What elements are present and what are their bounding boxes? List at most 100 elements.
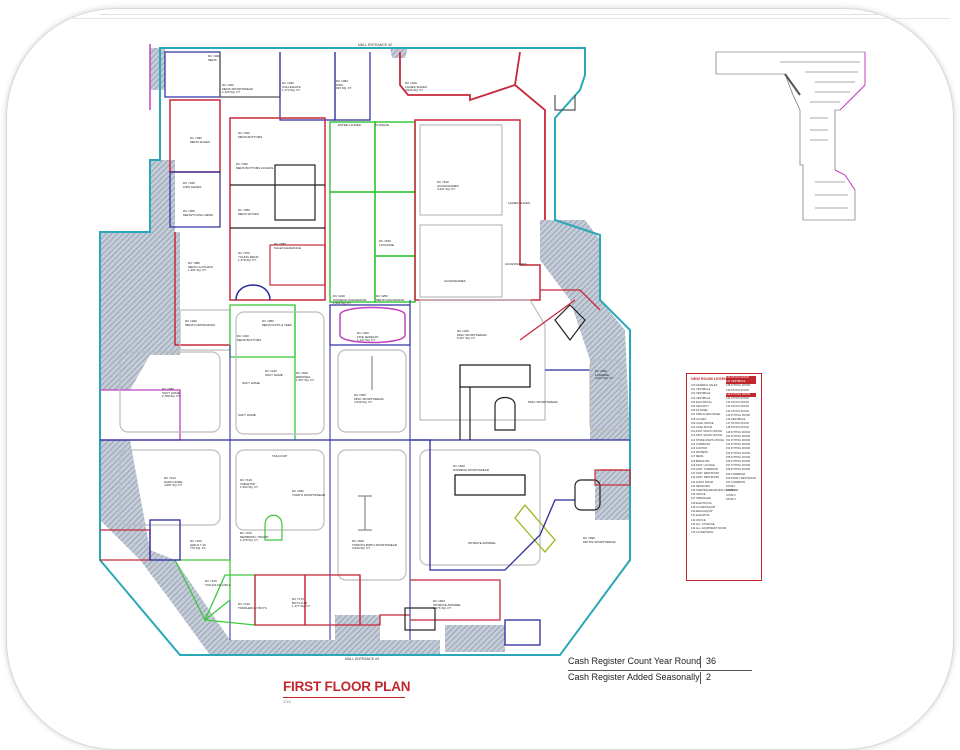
legend-item: 113 STORE MGR'S OFFICE: [691, 438, 724, 442]
legend-item: 135 CLOSET/MISC: [691, 531, 714, 535]
room-label: SOFT HOME: [242, 381, 260, 385]
legend-item: 108 CLOSET: [691, 417, 707, 421]
room-label: DC 7020 MENS BOTTOMS: [238, 131, 263, 139]
title-underline: [283, 697, 405, 698]
legend-item: 128 ELECTRICAL: [691, 501, 713, 505]
legend-item: 115 JANITOR: [691, 447, 707, 451]
legend-item: 104 ELECTRICAL: [691, 400, 713, 404]
legend-item: 150 FITTING ROOM: [726, 434, 750, 438]
room-label: DC 1550 MISC SPORTSWEAR 4,549 SQ. FT.: [354, 393, 384, 405]
cash-register-row-seasonal: Cash Register Added Seasonally 2: [568, 672, 752, 686]
legend-item: 151 FITTING ROOM: [726, 439, 750, 443]
legend-item: 148 STOCK ROOM: [726, 426, 749, 430]
room-label: DC 7130 TODDLER/4-7 BOYS: [238, 602, 267, 610]
legend-item: 103 VESTIBULE: [691, 396, 711, 400]
room-label: DC 1040 LADIES SHOES 3,026 SQ. FT.: [405, 81, 428, 93]
legend-item: 117 MENS: [691, 455, 704, 459]
wall-label-bottom: MALL ENTRANCE #3: [345, 657, 379, 661]
room-label: DC 1530 TODDS'S BIRTH SPORTSWEAR 3,649 S…: [352, 539, 397, 551]
legend-item: 119 ASST. LOUNGE: [691, 463, 715, 467]
room-label: LADIES SHOES: [508, 201, 531, 205]
legend-item: 140 FITTING ROOM: [726, 392, 756, 398]
cash-register-value: 36: [700, 656, 716, 668]
legend-item: 134 ALL. EQUIPMENT ROOM: [691, 526, 727, 530]
legend-item: STAIR 3: [726, 493, 736, 497]
room-label: DC 7050 MENS WOVEN: [238, 208, 259, 216]
room-label: DC 1530 TODD'S SPORTSWEAR: [292, 489, 326, 497]
legend-item: 139 STOCK ROOM: [726, 388, 749, 392]
room-label: INTIMATE APPAREL: [468, 541, 497, 545]
legend-item: STAIR 1: [726, 485, 736, 489]
table-divider: [568, 670, 752, 671]
legend-item: 109 CASH OFFICE: [691, 421, 714, 425]
cash-register-value: 2: [700, 672, 711, 684]
legend-item: 122 ASST. RESTROOM: [691, 476, 719, 480]
legend-item: 107 FIRE ALARM PANEL: [691, 413, 721, 417]
cash-register-label: Cash Register Added Seasonally: [568, 672, 700, 682]
room-label: DC 7510 ACCESSORIES 4,331 SQ. FT.: [437, 180, 459, 192]
legend-item: 158 FITTING ROOM: [726, 468, 750, 472]
legend-item: 141 STOCK ROOM: [726, 397, 749, 401]
legend-item: 136 STOCK ROOM: [726, 376, 756, 381]
room-label: DC 1050 MENS KNITS & TEES: [262, 319, 292, 327]
legend-item: 147 STOCK ROOM: [726, 422, 749, 426]
legend-item: 126 OFFICE: [691, 493, 706, 497]
legend-item: 146 VESTIBULE: [726, 418, 746, 422]
legend-item: 114 CORRIDOR: [691, 442, 710, 446]
frame-rule: [70, 18, 950, 19]
room-label: DC 1030 COLLEGIATE 1,172 SQ. FT.: [282, 81, 301, 93]
room-label: DC 7170 BOYS 8-20 1,177 SQ. FT.: [292, 597, 311, 609]
legend-item: 161 CORRIDOR: [726, 481, 746, 485]
department-walls: [100, 51, 631, 646]
frame-rule: [100, 14, 880, 15]
cash-register-row-year-round: Cash Register Count Year Round 36: [568, 656, 752, 670]
legend-item: 137 VESTIBULE: [726, 380, 756, 385]
legend-item: 118 BREAK RM: [691, 459, 710, 463]
legend-item: 142 STOCK ROOM: [726, 401, 749, 405]
legend-item: 149 FITTING ROOM: [726, 430, 750, 434]
room-label: DC 7040 KIDS SHOES: [183, 181, 202, 189]
room-label: TAILCOOP: [272, 454, 287, 458]
legend-item: 159 CORRIDOR: [726, 472, 746, 476]
room-label: DC 7150 NEWBORN / INFANT 1,278 SQ. FT.: [240, 531, 269, 543]
legend-item: 125 SHIPPING/RECEIVING CORRIDOR: [691, 489, 739, 493]
legend-item: 124 RECEIVING: [691, 484, 711, 488]
room-label: DC 7140 TABLETOP 1,250 SQ. FT.: [240, 478, 259, 490]
room-label: DC 1520 WOMENS SPORTSWEAR: [453, 464, 489, 472]
room-label: DC 1530 DRESSES 1,357 SQ. FT.: [296, 371, 315, 383]
room-label: CLINIQUE: [375, 123, 390, 127]
legend-item: 130 MECH EQUIP: [691, 510, 713, 514]
legend-item: 138 FITTING ROOM: [726, 384, 750, 388]
legend-item: 102 VESTIBULE: [691, 392, 711, 396]
room-label: ACCESSORIES: [505, 262, 527, 266]
legend-item: 111 ASST. MGR'S OFFICE: [691, 430, 722, 434]
legend-item: 154 FITTING ROOM: [726, 451, 750, 455]
legend-item: 160 FAMILY RESTROOM: [726, 476, 756, 480]
room-label: DC 7080 MENS CLOTHING 1,361 SQ. FT.: [188, 261, 214, 273]
legend-item: 156 FITTING ROOM: [726, 460, 750, 464]
room-label: DC 3240 WOMENS FRAGRANCE 1,562 SQ. FT.: [333, 294, 367, 306]
legend-item: 132 OFFICE: [691, 518, 706, 522]
legend-item: 157 FITTING ROOM: [726, 464, 750, 468]
room-label: DC 1040 MENS BOTTOMS: [237, 334, 262, 342]
legend-item: 100 GENERAL SALES: [691, 384, 718, 387]
room-label: DC 7160 GIRLS 7-16 775 SQ. FT.: [190, 539, 207, 551]
legend-item: 112 ASST. MGR'S OFFICE: [691, 434, 723, 438]
legend-item: 121 ASST. RESTROOM: [691, 472, 719, 476]
key-plan: [715, 51, 866, 221]
floor-plan-drawing: MALL ENTRANCE #2 MALL ENTRANCE #3: [99, 43, 866, 661]
legend-item: 127 SPRINKLER: [691, 497, 711, 501]
room-label: DC 1020 MENS SPORTSWEAR 1,125 SQ. FT.: [222, 83, 253, 95]
legend-item: 144 STOCK ROOM: [726, 409, 749, 413]
room-label: SOFT HOME: [238, 413, 256, 417]
cash-register-table: Cash Register Count Year Round 36 Cash R…: [568, 656, 752, 686]
room-label: DC 7085 SALE/CLEARANCE: [274, 242, 301, 250]
room-label: DC 1590 LINGERIE 4,207 SQ. FT.: [595, 369, 614, 381]
room-label: ESTEE LAUDER: [338, 123, 361, 127]
legend-item: 131 ELEVATOR: [691, 514, 710, 518]
wall-label-top: MALL ENTRANCE #2: [358, 43, 392, 47]
legend-title: NEW ROOM LEGEND: [691, 377, 730, 381]
legend-item: STAIR 2: [726, 489, 736, 493]
